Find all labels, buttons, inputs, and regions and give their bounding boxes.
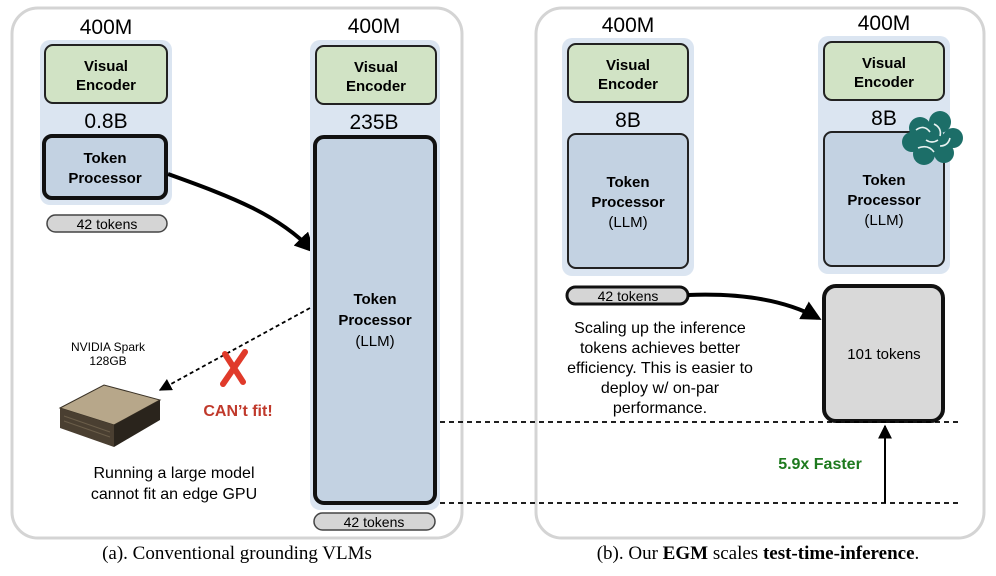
- b1-token-processor: [567, 133, 689, 269]
- b2-encoder-label-1: Visual: [862, 55, 906, 72]
- b1-tokens-pill: [565, 285, 690, 306]
- b2-encoder-size: 400M: [858, 12, 911, 35]
- b1-encoder-size: 400M: [602, 14, 655, 37]
- panel-b-note-4: deploy w/ on-par: [601, 380, 720, 397]
- caption-b-tti: test-time-inference: [763, 543, 915, 564]
- egm-model-2: 400M Visual Encoder 8B Token Processor (…: [818, 12, 950, 274]
- b1-tokens-label: 42 tokens: [598, 288, 659, 304]
- b1-processor-label-2: Processor: [591, 194, 665, 211]
- small-processor-size: 0.8B: [84, 110, 127, 133]
- small-encoder-size: 400M: [80, 16, 133, 39]
- b2-processor-label-3: (LLM): [864, 212, 903, 229]
- small-model: 400M Visual Encoder 0.8B Token Processor: [40, 16, 172, 205]
- small-processor-label-2: Processor: [68, 170, 142, 187]
- large-token-processor: [313, 135, 437, 505]
- small-visual-encoder: [44, 44, 168, 104]
- b2-processor-label-1: Token: [862, 172, 905, 189]
- b2-encoder-label-2: Encoder: [854, 74, 914, 91]
- cant-fit-label: CAN’t fit!: [203, 403, 272, 420]
- b1-visual-encoder: [567, 43, 689, 103]
- large-processor-label-2: Processor: [338, 312, 412, 329]
- panel-b-note-5: performance.: [613, 400, 707, 417]
- b1-processor-size: 8B: [615, 109, 641, 132]
- flow-arrow-b: [687, 292, 822, 320]
- large-encoder-size: 400M: [348, 15, 401, 38]
- large-encoder-label-1: Visual: [354, 59, 398, 76]
- panel-b-note-1: Scaling up the inference: [574, 320, 746, 337]
- speedup-label: 5.9x Faster: [778, 456, 862, 473]
- caption-b-suffix: .: [915, 543, 920, 564]
- large-processor-size: 235B: [349, 111, 398, 134]
- b1-encoder-label-1: Visual: [606, 57, 650, 74]
- small-tokens-label: 42 tokens: [77, 216, 138, 232]
- red-cross-icon: [220, 349, 248, 387]
- caption-b-egm: EGM: [663, 543, 708, 564]
- panel-a-note-2: cannot fit an edge GPU: [91, 486, 257, 503]
- egm-model-1: 400M Visual Encoder 8B Token Processor (…: [562, 14, 694, 276]
- panel-b-note-3: efficiency. This is easier to: [567, 360, 753, 377]
- large-tokens-label: 42 tokens: [344, 514, 405, 530]
- small-token-processor: [42, 134, 168, 200]
- b2-visual-encoder: [823, 41, 945, 101]
- small-encoder-label-1: Visual: [84, 58, 128, 75]
- result-tokens-box: [822, 284, 945, 423]
- caption-b-prefix: (b). Our: [597, 543, 663, 564]
- b1-encoder-label-2: Encoder: [598, 76, 658, 93]
- gpu-device-icon: [58, 384, 162, 447]
- large-model: 400M Visual Encoder 235B Token Processor…: [310, 15, 440, 510]
- large-encoder-label-2: Encoder: [346, 78, 406, 95]
- brain-icon: [902, 111, 963, 165]
- large-processor-label-1: Token: [353, 291, 396, 308]
- large-processor-label-3: (LLM): [355, 333, 394, 350]
- dashed-arrow-to-device: [158, 307, 311, 391]
- panel-b-caption: (b). Our EGM scales test-time-inference.: [597, 543, 920, 564]
- flow-arrow-a: [167, 172, 315, 253]
- small-tokens-pill: [46, 214, 168, 233]
- b2-tokens-label: 101 tokens: [847, 346, 920, 363]
- b2-processor-label-2: Processor: [847, 192, 921, 209]
- b2-token-processor: [823, 131, 945, 267]
- large-visual-encoder: [315, 45, 437, 105]
- panel-b-note-2: tokens achieves better: [580, 340, 741, 357]
- b1-processor-label-3: (LLM): [608, 214, 647, 231]
- panel-a-caption: (a). Conventional grounding VLMs: [102, 543, 372, 564]
- large-tokens-pill: [313, 512, 436, 531]
- small-processor-label-1: Token: [83, 150, 126, 167]
- b1-processor-label-1: Token: [606, 174, 649, 191]
- device-label-2: 128GB: [89, 354, 126, 368]
- b2-processor-size: 8B: [871, 107, 897, 130]
- small-encoder-label-2: Encoder: [76, 77, 136, 94]
- caption-b-middle: scales: [708, 543, 763, 564]
- device-label-1: NVIDIA Spark: [71, 340, 146, 354]
- panel-a-note-1: Running a large model: [94, 465, 255, 482]
